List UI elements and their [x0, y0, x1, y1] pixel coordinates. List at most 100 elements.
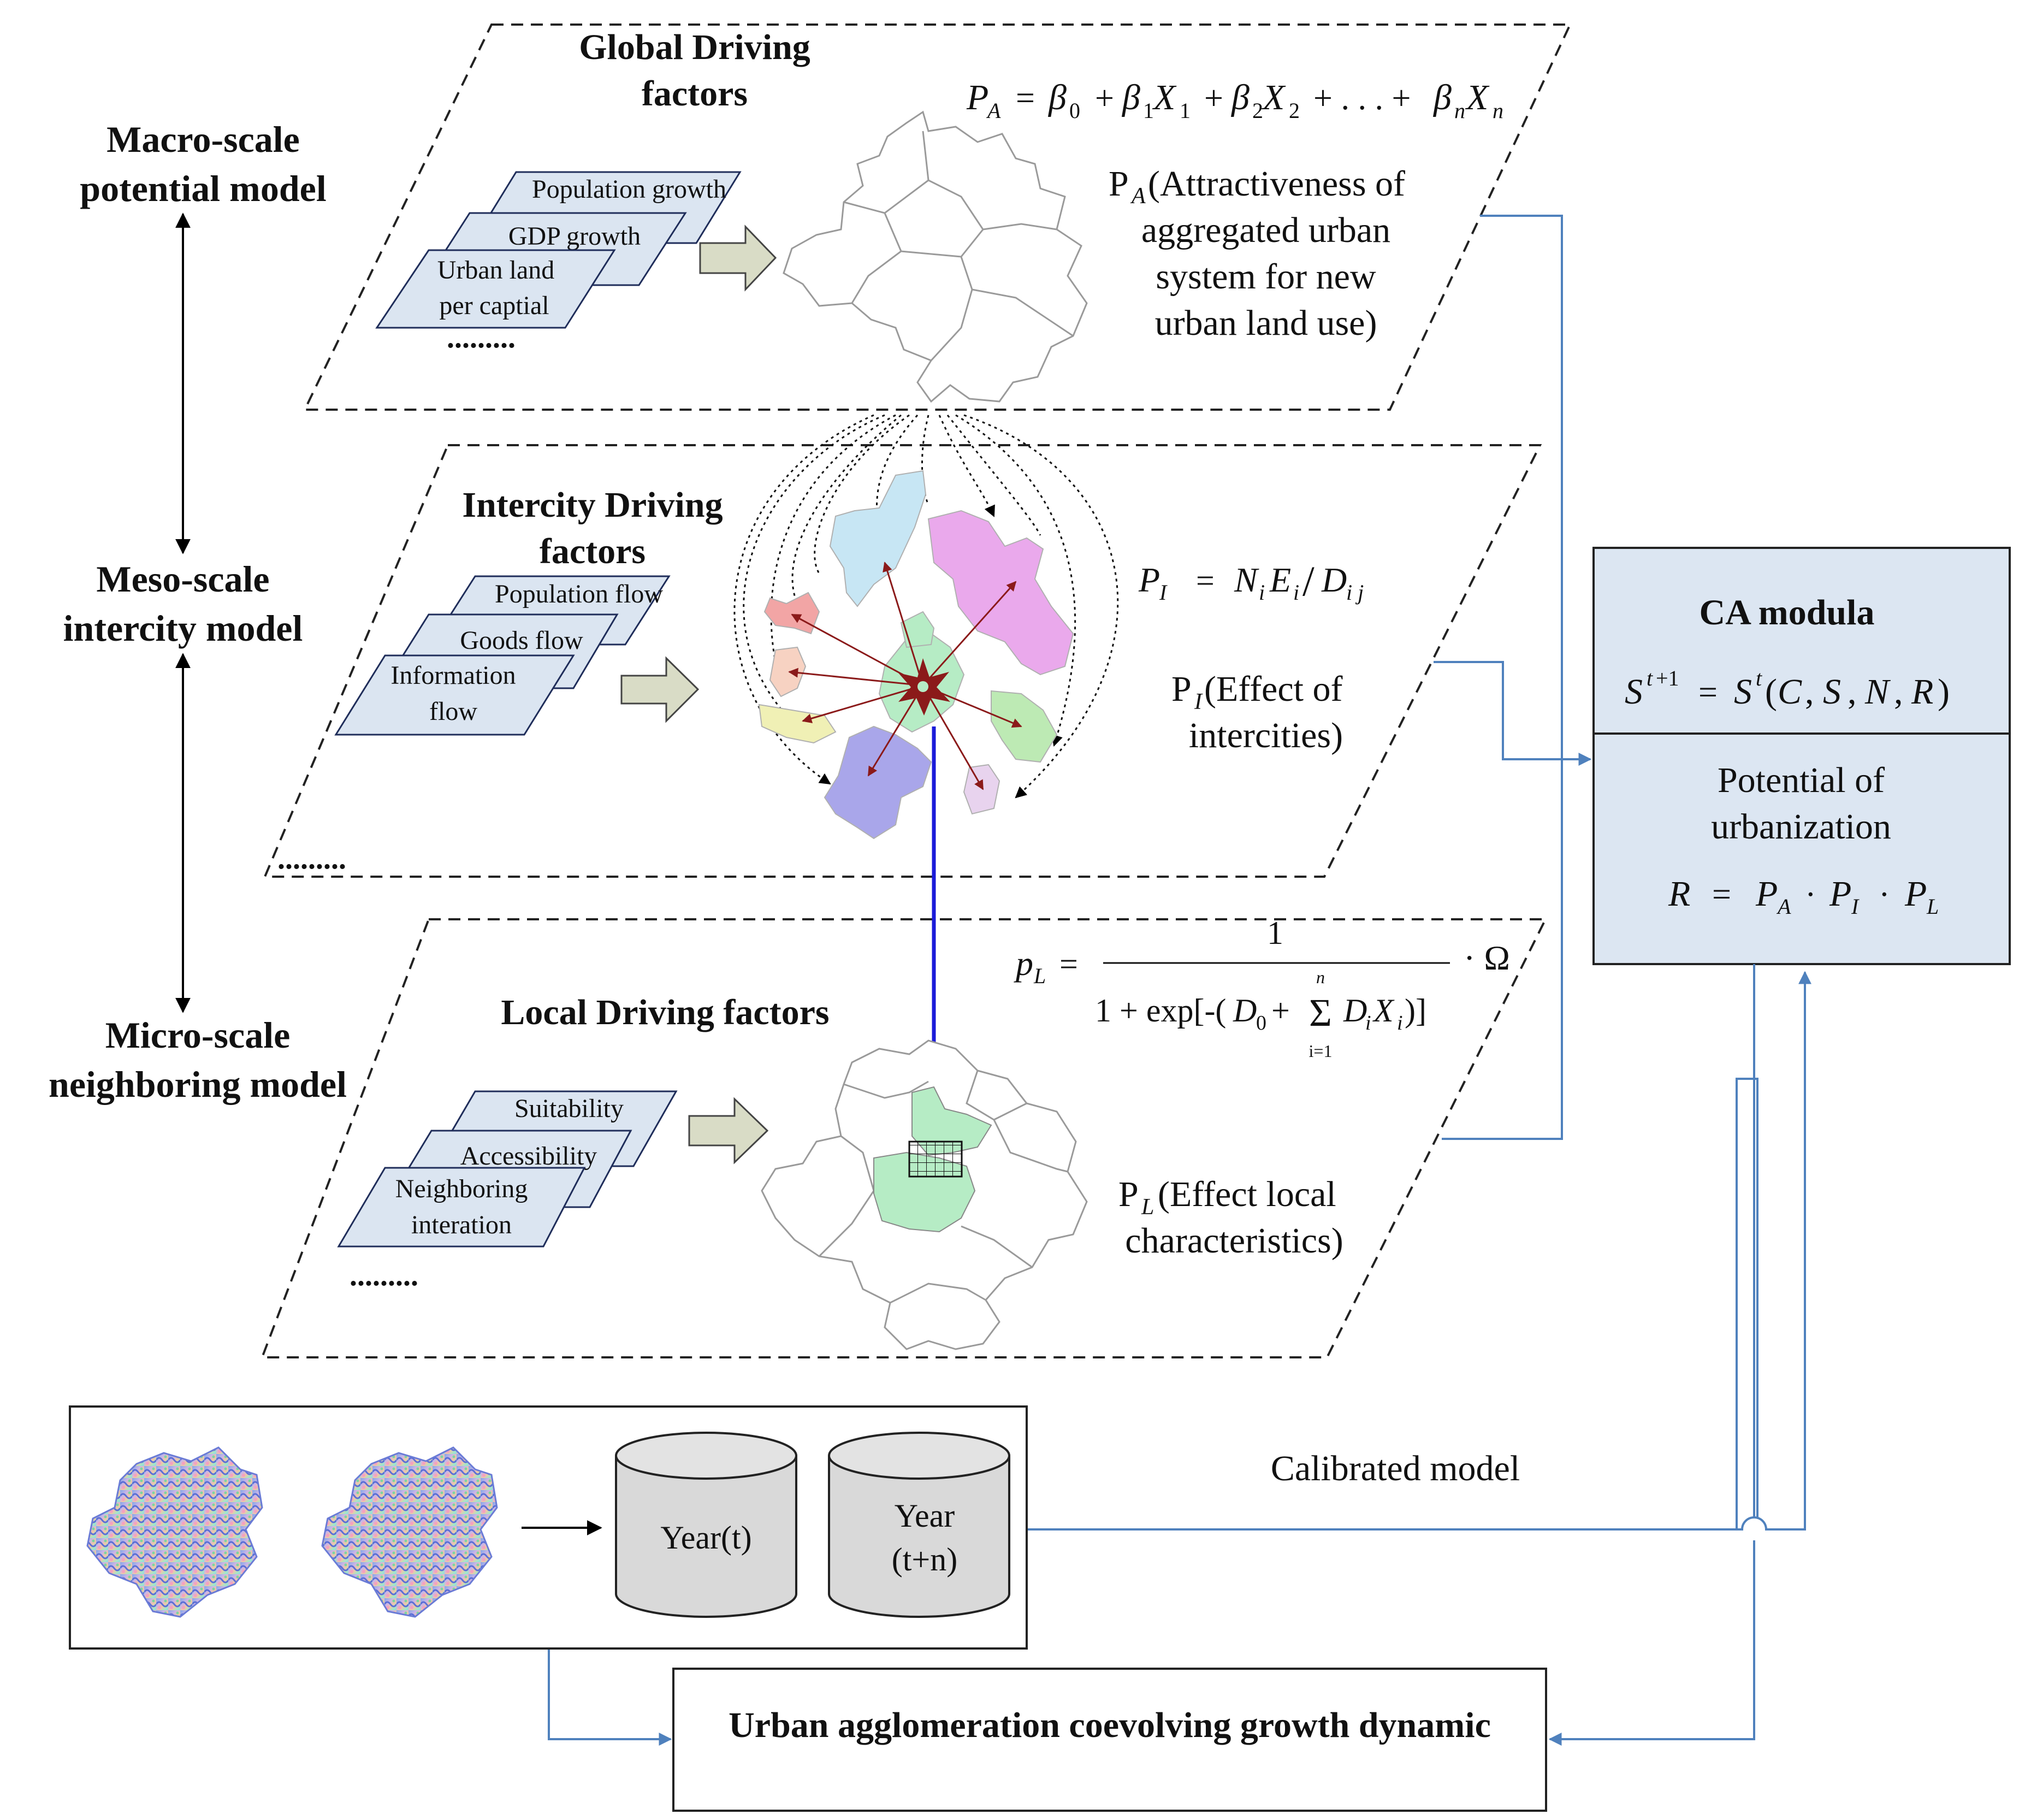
svg-text:·: · [1879, 876, 1890, 913]
svg-text:X: X [1465, 78, 1490, 117]
local-description: P L (Effect local characteristics) [1118, 1174, 1343, 1261]
svg-text:+1: +1 [1656, 666, 1679, 690]
land-use-map-2 [321, 1446, 498, 1618]
svg-text:=: = [1698, 674, 1718, 711]
svg-text:intercity model: intercity model [63, 607, 303, 649]
svg-text:Year: Year [895, 1498, 955, 1534]
svg-text:neighboring model: neighboring model [49, 1063, 347, 1105]
svg-text:,: , [1805, 672, 1814, 712]
ca-potential-label-2: urbanization [1711, 807, 1891, 847]
svg-text:E: E [1269, 560, 1291, 599]
intercity-formula: P I = N i E i / D i j [1138, 557, 1364, 605]
svg-text:Micro-scale: Micro-scale [105, 1014, 291, 1056]
svg-text:Neighboring: Neighboring [395, 1174, 528, 1203]
svg-text:i: i [1293, 580, 1299, 605]
svg-text:Meso-scale: Meso-scale [96, 558, 269, 600]
city-west [763, 592, 820, 635]
svg-text:1 + exp[-(: 1 + exp[-( [1095, 992, 1226, 1029]
svg-text:(Effect of: (Effect of [1204, 669, 1342, 709]
city-center-north [900, 611, 935, 648]
svg-text:=: = [1016, 80, 1035, 117]
svg-text:Urban land: Urban land [437, 256, 555, 285]
svg-text:i: i [1259, 580, 1265, 605]
svg-text:Accessibility: Accessibility [460, 1142, 597, 1171]
svg-text:P: P [1755, 874, 1778, 914]
svg-text:C: C [1778, 672, 1802, 712]
svg-text:L: L [1926, 894, 1939, 919]
svg-text:intercities): intercities) [1189, 716, 1343, 755]
svg-text:potential model: potential model [80, 168, 326, 209]
svg-text:P: P [966, 78, 988, 117]
svg-text:n: n [1493, 98, 1503, 123]
svg-text:S: S [1734, 672, 1752, 712]
svg-text:S: S [1625, 672, 1643, 712]
svg-text:Suitability: Suitability [514, 1094, 624, 1123]
svg-text:0: 0 [1256, 1012, 1266, 1035]
global-ellipsis: ......... [447, 321, 516, 354]
svg-text:(t+n): (t+n) [892, 1541, 957, 1577]
local-block-arrow [688, 1097, 769, 1165]
city-east [991, 690, 1058, 763]
svg-text:Global Driving: Global Driving [579, 27, 810, 67]
svg-text:urban land use): urban land use) [1155, 303, 1377, 343]
svg-text:): ) [1938, 672, 1950, 712]
svg-text:A: A [986, 98, 1001, 123]
city-southwest-small [769, 646, 807, 698]
svg-text:R: R [1911, 672, 1933, 712]
svg-text:1: 1 [1267, 915, 1283, 951]
svg-text:I: I [1159, 580, 1168, 605]
calibrated-model-label: Calibrated model [1271, 1449, 1520, 1488]
svg-text:+: + [1204, 80, 1223, 117]
svg-text:,: , [1894, 672, 1903, 712]
svg-text:1: 1 [1180, 98, 1191, 123]
svg-text:P: P [1829, 874, 1851, 914]
ca-potential-label-1: Potential of [1718, 760, 1885, 800]
svg-text:P: P [1171, 669, 1192, 709]
svg-text:2: 2 [1289, 98, 1300, 123]
svg-text:=: = [1196, 563, 1215, 599]
land-use-map-1 [86, 1446, 263, 1618]
factor-card-neighboring [337, 1167, 586, 1248]
svg-text:I: I [1194, 689, 1203, 714]
svg-text:,: , [1848, 672, 1857, 712]
svg-text:(Attractiveness of: (Attractiveness of [1148, 164, 1405, 204]
intercity-city-map [758, 470, 1074, 840]
svg-text:+: + [1095, 80, 1114, 117]
svg-text:/: / [1302, 557, 1315, 605]
svg-text:t: t [1647, 666, 1653, 690]
svg-text:n: n [1316, 967, 1325, 987]
svg-text:L: L [1033, 964, 1046, 988]
svg-text:β: β [1432, 78, 1452, 117]
svg-text:2: 2 [1252, 98, 1263, 123]
global-factor-cards: Population growth GDP growth Urban land … [375, 171, 742, 354]
svg-text:R: R [1668, 874, 1690, 914]
svg-text:D: D [1321, 560, 1347, 599]
meso-scale-label: Meso-scale intercity model [63, 558, 303, 649]
svg-text:X: X [1152, 78, 1177, 117]
ca-transition-formula: S t +1 = S t ( C , S , N , R ) [1625, 666, 1950, 712]
svg-text:Population flow: Population flow [495, 580, 663, 608]
local-factor-cards: Suitability Accessibility Neighboring in… [337, 1090, 678, 1292]
connector-hop [1737, 964, 1805, 1739]
database-year-t: Year(t) [615, 1432, 797, 1618]
svg-text:A: A [1776, 894, 1791, 919]
output-box [672, 1668, 1547, 1812]
svg-text:0: 0 [1069, 98, 1080, 123]
svg-text:interation: interation [411, 1210, 512, 1239]
intercity-block-arrow [620, 656, 700, 723]
global-formula: P A = β 0 + β 1 X 1 + β 2 X 2 + . . . + … [966, 78, 1503, 123]
svg-text:1: 1 [1143, 98, 1154, 123]
intercity-flow-dotted-lines [733, 414, 1119, 799]
city-south [824, 725, 932, 840]
ca-module-title: CA modula [1700, 593, 1875, 633]
intercity-center-star [898, 658, 950, 716]
svg-text:flow: flow [429, 697, 477, 726]
svg-text:P: P [1138, 560, 1160, 599]
macro-scale-label: Macro-scale potential model [80, 119, 326, 209]
global-layer-title: Global Driving factors [579, 27, 810, 114]
svg-text:Year(t): Year(t) [660, 1520, 751, 1556]
svg-text:t: t [1756, 666, 1762, 690]
global-layer-plane [303, 23, 1572, 411]
city-northeast [927, 510, 1074, 676]
